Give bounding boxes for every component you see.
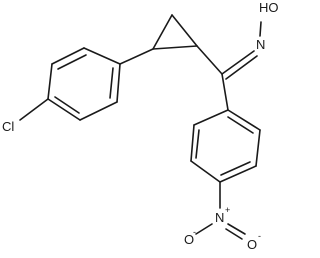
oxime-double-bond	[221, 50, 258, 80]
bond-to-chlorine	[19, 98, 49, 121]
nitro-oxygen-left-charge: -	[193, 227, 196, 237]
nitro-oxygen-left-label: O	[184, 232, 194, 247]
oxime-nitrogen-label: N	[256, 37, 265, 52]
nitro-nitrogen-charge: +	[225, 205, 230, 215]
nitro-nitrogen-label: N	[215, 210, 224, 225]
nitrophenyl-ring	[190, 109, 261, 183]
nitro-oxygen-right-charge: -	[258, 231, 261, 241]
nitro-oxygen-right-label: O	[247, 237, 257, 252]
nitro-bonds	[195, 223, 246, 240]
cyclopropane-ring	[152, 14, 198, 50]
chlorine-label: Cl	[2, 119, 14, 134]
chemical-structure-diagram: HO N Cl N + O - O -	[2, 0, 279, 252]
bond-oxime-carbon-to-nitrophenyl	[221, 73, 229, 111]
bond-cyclopropane-to-chlorophenyl	[119, 48, 154, 65]
hydroxyl-label: HO	[259, 0, 279, 15]
bond-n-to-hydroxyl	[259, 21, 262, 37]
chlorophenyl-ring	[47, 47, 121, 121]
bond-cyclopropane-to-oxime-carbon	[196, 45, 223, 75]
